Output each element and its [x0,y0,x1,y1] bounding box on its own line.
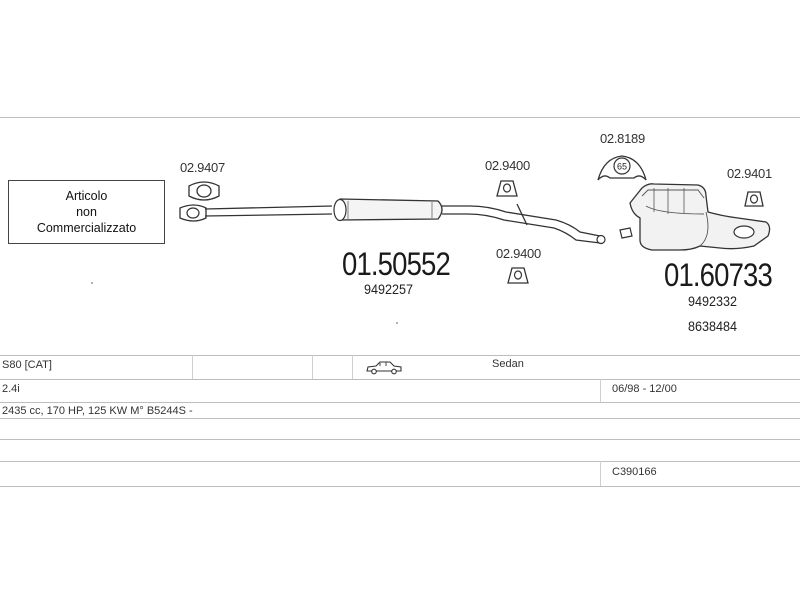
not-commercialized-box: Articolo non Commercializzato [8,180,165,244]
rear-hanger-icon: 65 [597,155,647,181]
rear-silencer-oem-1: 9492332 [688,293,738,309]
middle-silencer-oem: 9492257 [364,281,414,297]
flange-gasket-icon [188,181,220,201]
middle-silencer-icon [333,198,443,222]
sedan-car-icon [366,361,402,375]
front-pipe [204,205,333,217]
notice-line-3: Commercializzato [36,221,137,235]
table-divider [600,379,601,402]
rear-silencer-code: 01.60733 [664,257,773,293]
stray-mark [396,322,398,324]
top-border [0,117,800,118]
table-border [0,379,800,380]
table-border [0,439,800,440]
middle-silencer-code: 01.50552 [342,246,451,282]
part-number-rear-mount: 02.9401 [727,166,772,181]
rubber-mount-icon [496,180,518,197]
rubber-mount-icon [507,267,529,284]
notice-line-2: non [76,205,97,219]
rear-silencer-icon [619,183,771,251]
stray-mark [91,282,93,284]
part-number-flange-gasket: 02.9407 [180,160,225,175]
rear-mount-icon [744,191,764,207]
catalog-id: C390166 [612,466,657,478]
part-number-rear-hanger: 02.8189 [600,131,645,146]
pipe-flange-icon [179,204,207,222]
table-border [0,355,800,356]
vehicle-engine: 2.4i [2,383,20,395]
table-border [0,402,800,403]
table-divider [192,355,193,379]
rear-silencer-oem-2: 8638484 [688,318,738,334]
table-border [0,418,800,419]
table-border [0,461,800,462]
vehicle-model: S80 [CAT] [2,359,52,371]
part-number-rubber-mount-lower: 02.9400 [496,246,541,261]
table-divider [600,461,601,486]
part-number-rubber-mount-upper: 02.9400 [485,158,530,173]
hanger-size-label: 65 [617,162,627,172]
vehicle-body-type: Sedan [492,358,524,370]
intermediate-pipe [442,203,606,245]
table-border [0,486,800,487]
table-divider [312,355,313,379]
vehicle-period: 06/98 - 12/00 [612,383,677,395]
notice-line-1: Articolo [65,189,108,203]
table-divider [352,355,353,379]
vehicle-spec: 2435 cc, 170 HP, 125 KW M° B5244S - [2,405,193,417]
